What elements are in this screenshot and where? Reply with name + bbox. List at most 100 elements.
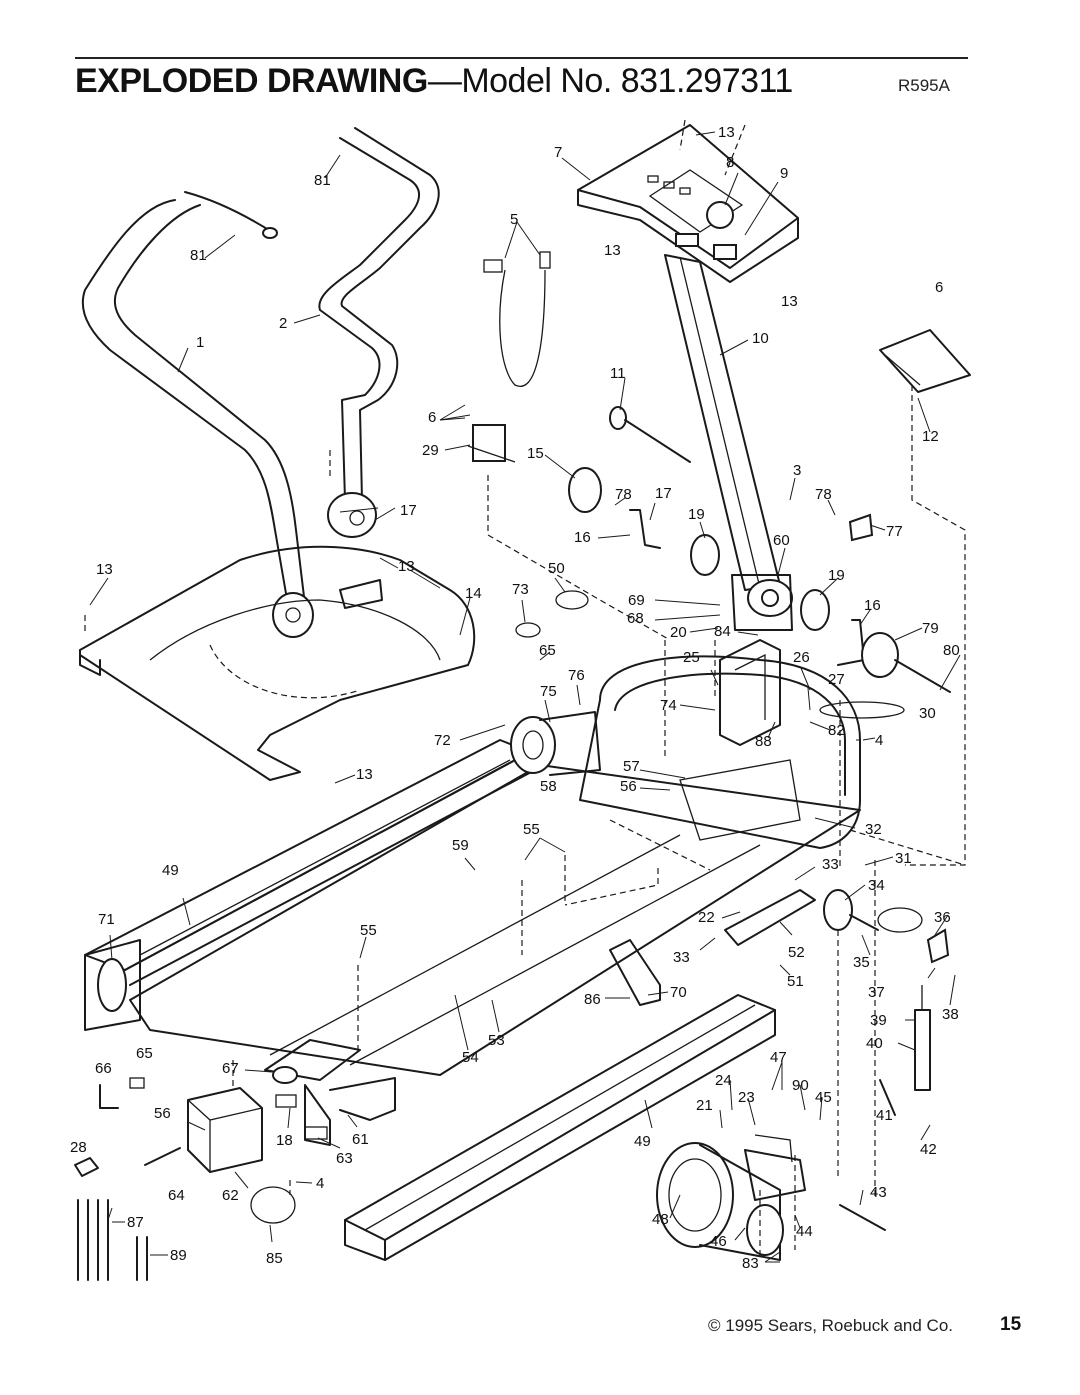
callout-86: 86	[584, 991, 601, 1008]
callout-90: 90	[792, 1077, 809, 1094]
loose-parts-right	[467, 251, 971, 1231]
callout-55a: 55	[523, 821, 540, 838]
callout-17a: 17	[400, 502, 417, 519]
callout-89: 89	[170, 1247, 187, 1264]
callout-40: 40	[866, 1035, 883, 1052]
callout-55b: 55	[360, 922, 377, 939]
callout-5: 5	[510, 211, 518, 228]
callout-56a: 56	[620, 778, 637, 795]
callout-72: 72	[434, 732, 451, 749]
callout-8: 8	[726, 154, 734, 171]
callout-21: 21	[696, 1097, 713, 1114]
callout-83: 83	[742, 1255, 759, 1272]
callout-42: 42	[920, 1141, 937, 1158]
callout-13d: 13	[96, 561, 113, 578]
callout-16a: 16	[574, 529, 591, 546]
callout-13f: 13	[356, 766, 373, 783]
callout-35: 35	[853, 954, 870, 971]
callout-13a: 13	[718, 124, 735, 141]
callout-47: 47	[770, 1049, 787, 1066]
drawing-code: R595A	[898, 76, 950, 95]
callout-32: 32	[865, 821, 882, 838]
callout-85: 85	[266, 1250, 283, 1267]
callout-7: 7	[554, 144, 562, 161]
console-upright	[664, 254, 793, 631]
callout-20: 20	[670, 624, 687, 641]
drive-motor	[656, 1134, 806, 1261]
callout-17b: 17	[655, 485, 672, 502]
callout-43: 43	[870, 1184, 887, 1201]
callout-81b: 81	[190, 247, 207, 264]
callout-33a: 33	[822, 856, 839, 873]
leader-lines	[89, 131, 961, 1263]
callout-63: 63	[336, 1150, 353, 1167]
callout-50: 50	[548, 560, 565, 577]
treadmill-frame	[84, 655, 861, 1146]
assembly-guides	[84, 119, 966, 1260]
callout-44: 44	[796, 1223, 813, 1240]
header-rule	[75, 57, 968, 59]
callout-64: 64	[168, 1187, 185, 1204]
callout-14: 14	[465, 585, 482, 602]
callout-78b: 78	[815, 486, 832, 503]
callout-30: 30	[919, 705, 936, 722]
copyright-footer: © 1995 Sears, Roebuck and Co.	[708, 1316, 954, 1335]
callout-19a: 19	[688, 506, 705, 523]
callout-65a: 65	[539, 642, 556, 659]
callout-13e: 13	[398, 558, 415, 575]
callout-26: 26	[793, 649, 810, 666]
callout-84: 84	[714, 623, 731, 640]
callout-75: 75	[540, 683, 557, 700]
callout-65b: 65	[136, 1045, 153, 1062]
callout-88: 88	[755, 733, 772, 750]
callout-59: 59	[452, 837, 469, 854]
callout-28: 28	[70, 1139, 87, 1156]
callout-13c: 13	[781, 293, 798, 310]
callout-78a: 78	[615, 486, 632, 503]
callout-70: 70	[670, 984, 687, 1001]
callout-46: 46	[710, 1233, 727, 1250]
callout-58: 58	[540, 778, 557, 795]
callout-4b: 4	[316, 1175, 324, 1192]
callout-12: 12	[922, 428, 939, 445]
callout-79: 79	[922, 620, 939, 637]
side-rail-lower	[344, 994, 776, 1261]
front-roller	[510, 711, 601, 776]
callout-38: 38	[942, 1006, 959, 1023]
callout-labels: 1 2 3 4 4 5 6 6 7 8 9 10 11 12 13 13 13 …	[70, 124, 960, 1272]
callout-15: 15	[527, 445, 544, 462]
callout-73: 73	[512, 581, 529, 598]
loose-parts-left	[74, 1077, 328, 1281]
title-main: EXPLODED DRAWING	[75, 62, 428, 100]
callout-51: 51	[787, 973, 804, 990]
callout-41: 41	[876, 1107, 893, 1124]
callout-25: 25	[683, 649, 700, 666]
callout-39: 39	[870, 1012, 887, 1029]
callout-57: 57	[623, 758, 640, 775]
callout-29: 29	[422, 442, 439, 459]
callout-3: 3	[793, 462, 801, 479]
callout-87: 87	[127, 1214, 144, 1231]
callout-11: 11	[610, 365, 626, 382]
callout-71: 71	[98, 911, 115, 928]
callout-62: 62	[222, 1187, 239, 1204]
callout-54: 54	[462, 1049, 479, 1066]
callout-53: 53	[488, 1032, 505, 1049]
page-number: 15	[1000, 1314, 1022, 1335]
callout-19b: 19	[828, 567, 845, 584]
callout-23: 23	[738, 1089, 755, 1106]
callout-9: 9	[780, 165, 788, 182]
callout-16b: 16	[864, 597, 881, 614]
callout-2: 2	[279, 315, 287, 332]
callout-77: 77	[886, 523, 903, 540]
callout-49a: 49	[162, 862, 179, 879]
callout-67: 67	[222, 1060, 239, 1077]
callout-81a: 81	[314, 172, 331, 189]
motor-hood	[79, 545, 476, 781]
callout-80: 80	[943, 642, 960, 659]
callout-27: 27	[828, 671, 845, 688]
callout-10: 10	[752, 330, 769, 347]
callout-48: 48	[652, 1211, 669, 1228]
callout-33b: 33	[673, 949, 690, 966]
